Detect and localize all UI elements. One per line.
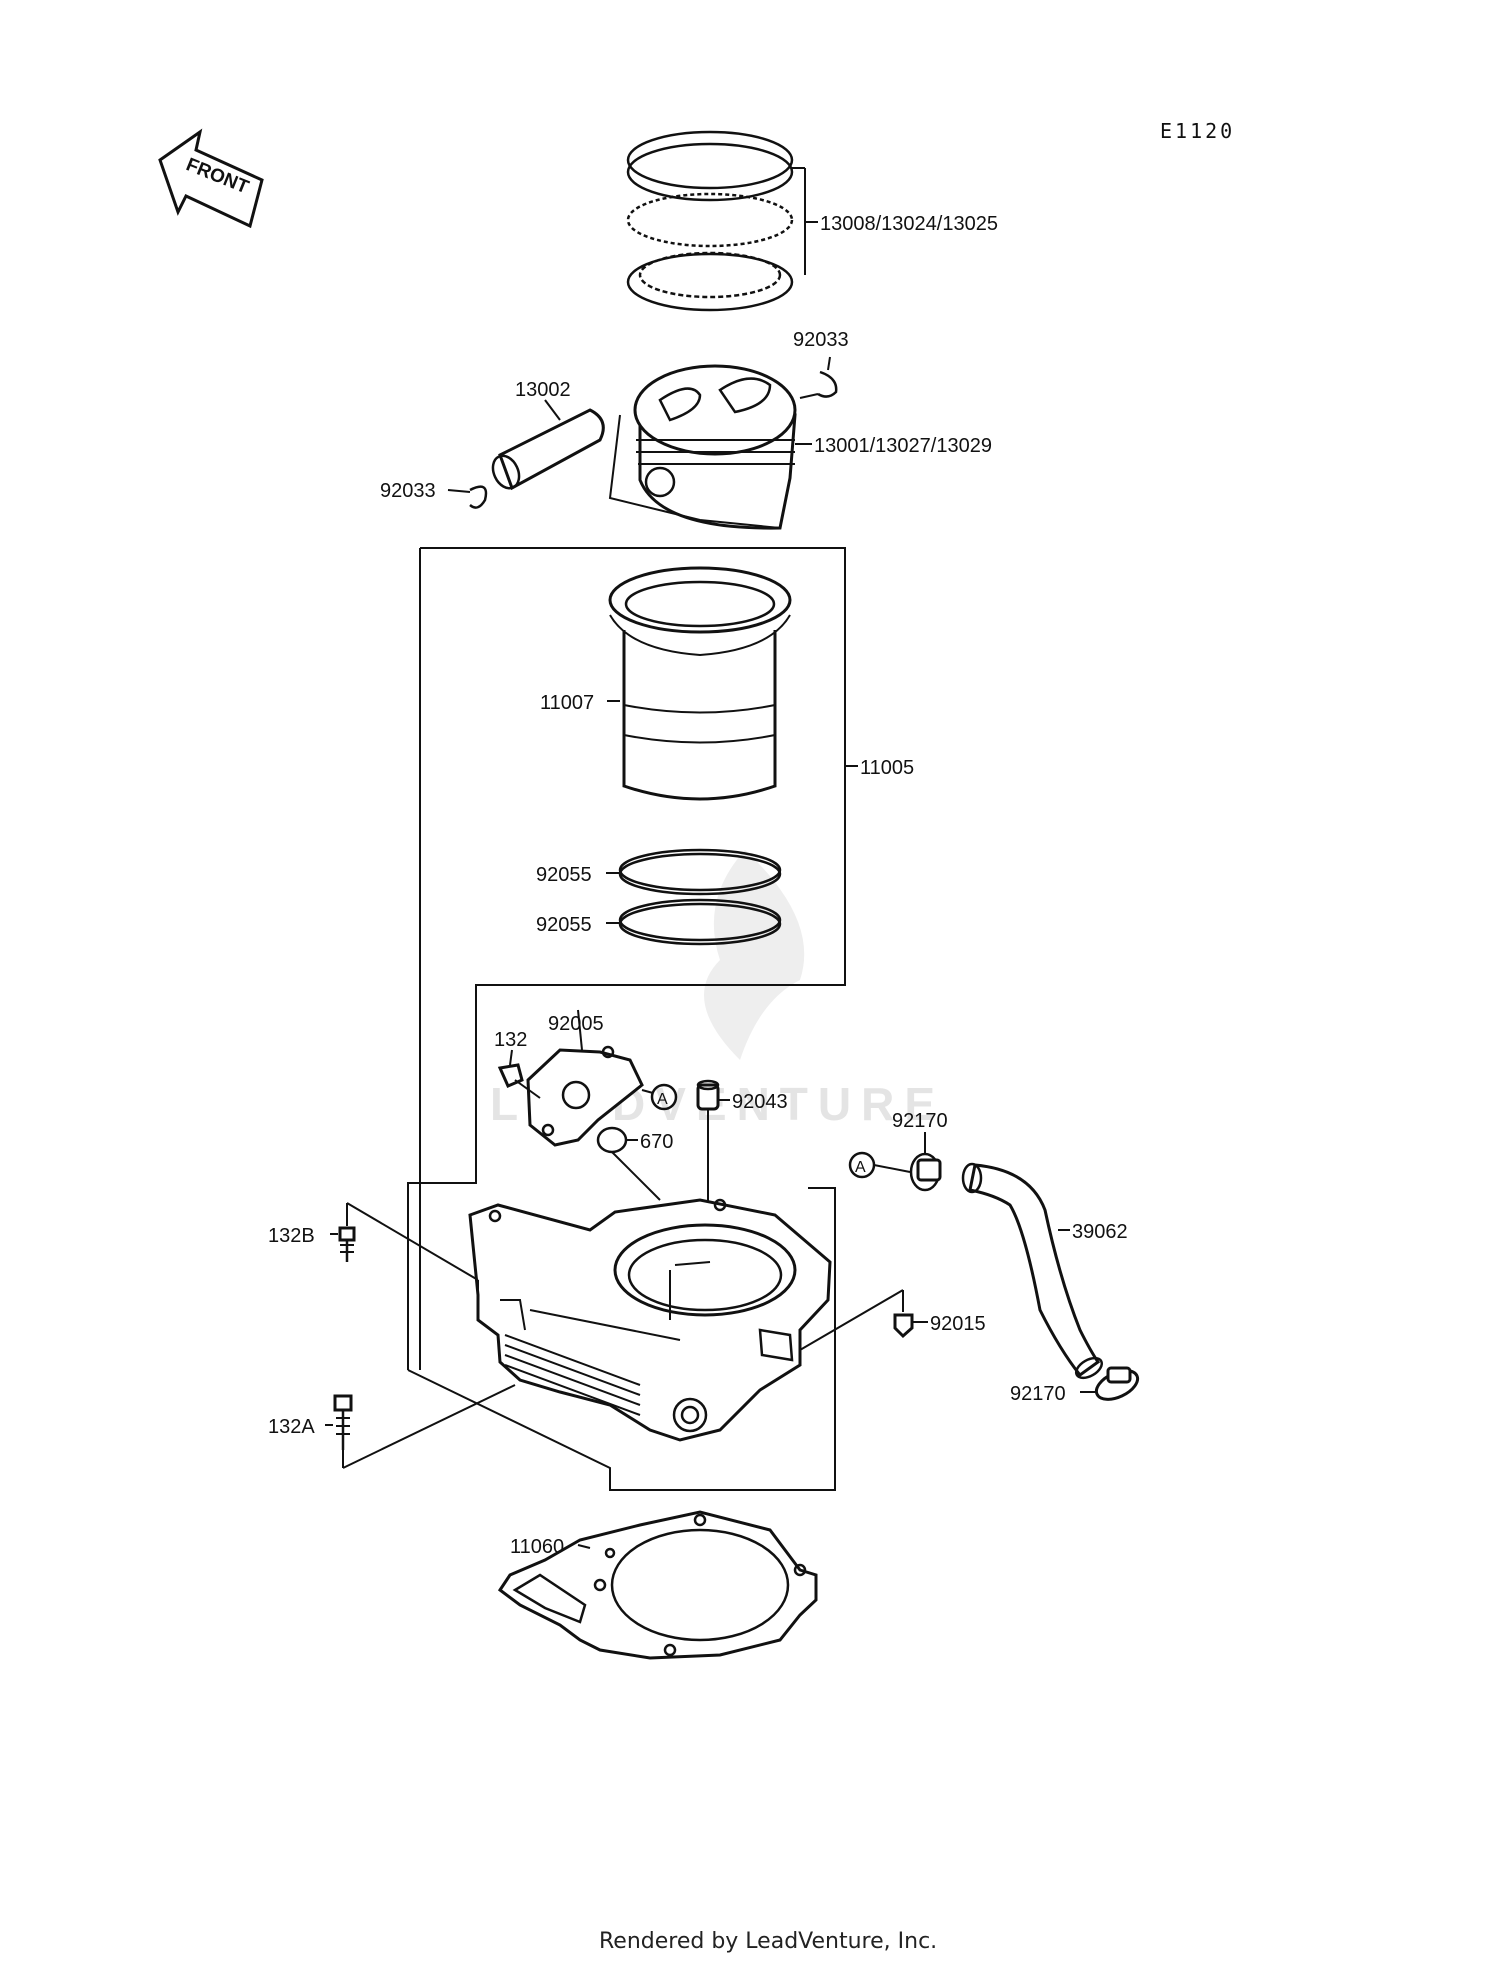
label-circlip-left: 92033: [380, 480, 436, 502]
clamp-bottom: [1080, 1366, 1140, 1401]
label-gasket: 11060: [510, 1536, 564, 1558]
marker-a-clamp: A: [848, 1151, 911, 1179]
label-piston: 13001/13027/13029: [814, 435, 992, 457]
assy-bracket-upper: [407, 547, 846, 1370]
piston-rings: [626, 130, 818, 312]
label-sleeve: 11007: [540, 692, 594, 714]
label-piston-pin: 13002: [515, 379, 571, 401]
label-clamp-bottom: 92170: [1010, 1383, 1066, 1405]
front-arrow-icon: FRONT: [158, 128, 264, 229]
oring-lower: [606, 898, 782, 946]
label-bolt-a: 132A: [268, 1416, 315, 1438]
diagram-code: E1120: [1160, 119, 1235, 143]
assy-bracket-lower: [407, 1187, 836, 1491]
footer-credit: Rendered by LeadVenture, Inc.: [599, 1929, 937, 1954]
label-oring-lower: 92055: [536, 914, 592, 936]
circlip-left: [447, 485, 488, 509]
clamp-top: [909, 1132, 942, 1192]
label-oring-fitting: 670: [640, 1131, 673, 1153]
oring-fitting: [596, 1126, 661, 1201]
label-hose: 39062: [1072, 1221, 1128, 1243]
piston: [608, 364, 812, 530]
label-fitting: 92005: [548, 1013, 604, 1035]
bolt-132a: [325, 1384, 516, 1469]
marker-a-text: A: [657, 1091, 668, 1108]
radiator-hose: [961, 1162, 1104, 1380]
dowel-pin: [696, 1079, 730, 1205]
label-oring-upper: 92055: [536, 864, 592, 886]
oring-upper: [606, 848, 782, 896]
label-cylinder-assy: 11005: [860, 757, 914, 779]
bolt-132: [497, 1049, 541, 1099]
label-circlip-right: 92033: [793, 329, 849, 351]
label-bolt-small: 132: [494, 1029, 527, 1051]
marker-a-fitting: A: [641, 1083, 678, 1111]
label-rings: 13008/13024/13025: [820, 213, 998, 235]
head-gasket: [497, 1510, 818, 1660]
label-bolt-b: 132B: [268, 1225, 315, 1247]
piston-pin: [491, 399, 605, 491]
marker-a-text-clamp: A: [855, 1159, 866, 1176]
label-plug: 92015: [930, 1313, 986, 1335]
water-fitting: [526, 1009, 644, 1147]
cylinder-sleeve: [607, 566, 792, 801]
cylinder-block: [468, 1198, 832, 1442]
circlip-right: [799, 356, 838, 399]
label-dowel: 92043: [732, 1091, 788, 1113]
label-clamp-top: 92170: [892, 1110, 948, 1132]
bolt-132b: [330, 1202, 479, 1300]
plug: [799, 1289, 928, 1351]
